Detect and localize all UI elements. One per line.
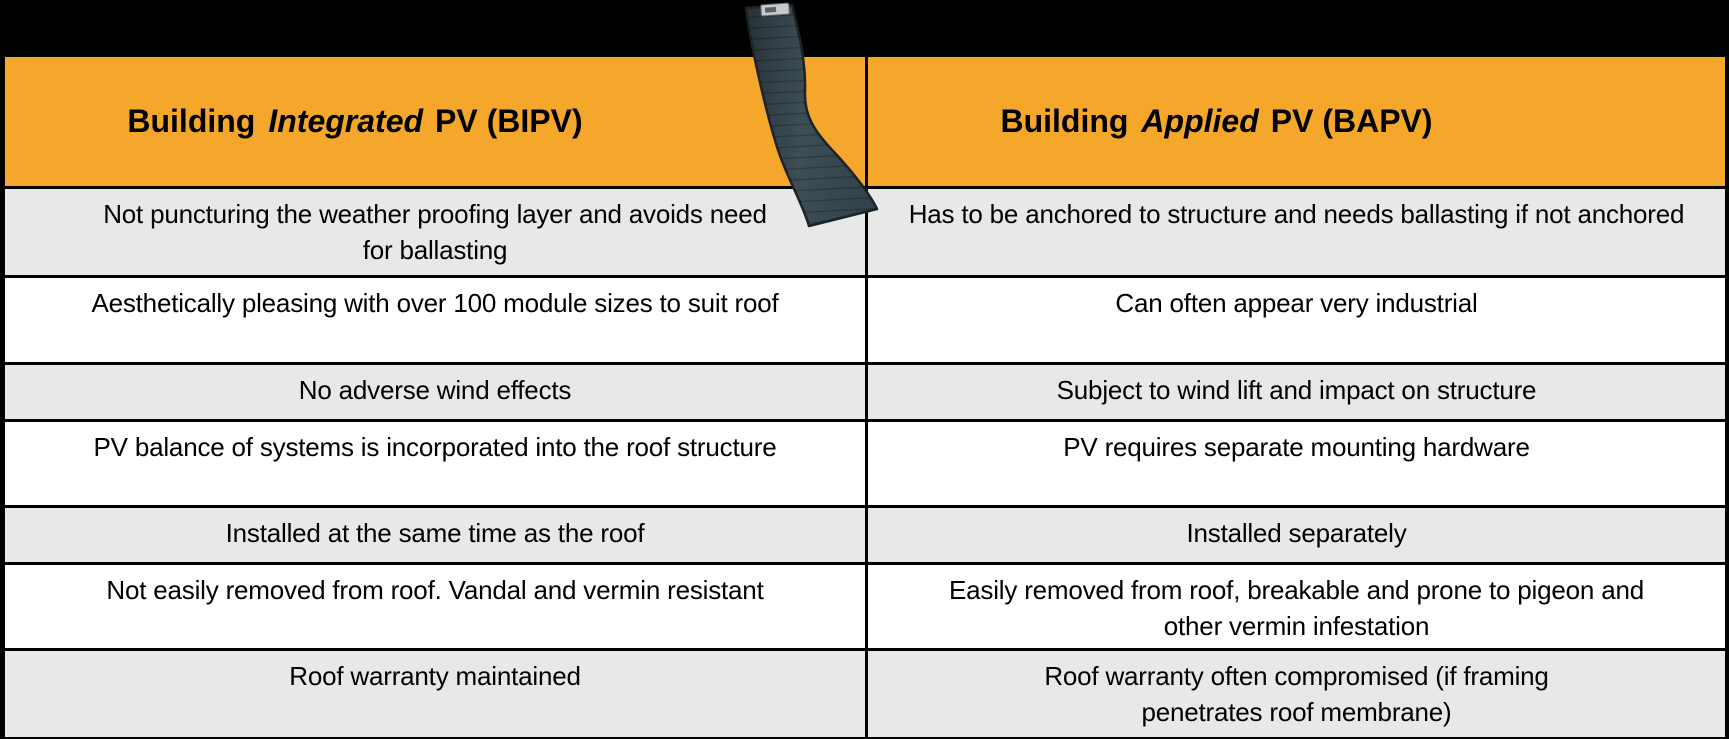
bipv-cell: PV balance of systems is incorporated in… [5,422,865,505]
panel-body [744,3,879,228]
header-bapv-pre: Building [1000,103,1129,139]
table-row: PV balance of systems is incorporated in… [5,419,1725,505]
bapv-cell: Has to be anchored to structure and need… [865,189,1725,275]
header-bipv: Building Integrated PV (BIPV) [5,57,865,186]
bapv-cell: Can often appear very industrial [865,278,1725,362]
panel-label [760,2,790,17]
bapv-cell: Roof warranty often compromised (if fram… [865,651,1725,737]
bipv-cell: Not easily removed from roof. Vandal and… [5,565,865,648]
bipv-cell: Aesthetically pleasing with over 100 mod… [5,278,865,362]
bapv-cell: Easily removed from roof, breakable and … [865,565,1725,648]
header-bapv-post: PV (BAPV) [1270,103,1433,139]
table-row: Roof warranty maintained Roof warranty o… [5,648,1725,737]
header-bipv-italic: Integrated [268,103,424,139]
header-bipv-post: PV (BIPV) [435,103,583,139]
header-bapv-italic: Applied [1141,103,1259,139]
bapv-cell: PV requires separate mounting hardware [865,422,1725,505]
table-row: No adverse wind effects Subject to wind … [5,362,1725,419]
table-row: Not easily removed from roof. Vandal and… [5,562,1725,648]
table-row: Aesthetically pleasing with over 100 mod… [5,275,1725,362]
header-bapv: Building Applied PV (BAPV) [865,57,1725,186]
bipv-cell: Not puncturing the weather proofing laye… [5,189,865,275]
table-header-row: Building Integrated PV (BIPV) Building Appl… [5,57,1725,186]
bapv-cell: Installed separately [865,508,1725,562]
bipv-cell: Roof warranty maintained [5,651,865,737]
header-bipv-pre: Building [127,103,256,139]
bipv-cell: Installed at the same time as the roof [5,508,865,562]
flexible-solar-panel-image [744,2,879,228]
comparison-table: Building Integrated PV (BIPV) Building Appl… [2,57,1728,739]
table-row: Installed at the same time as the roof I… [5,505,1725,562]
bapv-cell: Subject to wind lift and impact on struc… [865,365,1725,419]
bipv-cell: No adverse wind effects [5,365,865,419]
table-row: Not puncturing the weather proofing laye… [5,186,1725,275]
